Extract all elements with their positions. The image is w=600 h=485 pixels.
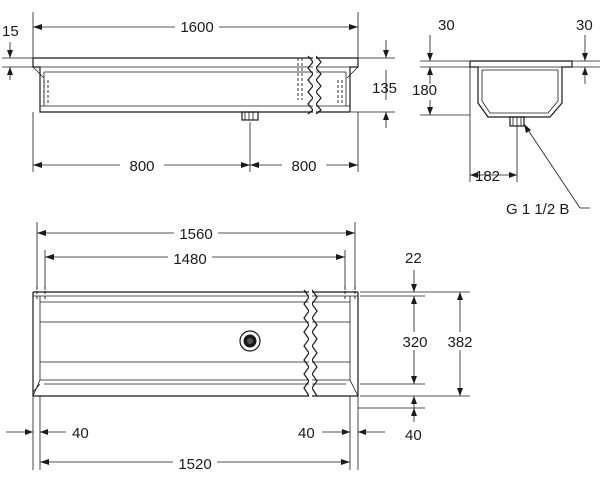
side-view: 30 30 180 182 G 1 1/2 B (412, 17, 600, 218)
drain-offset-label: 182 (475, 168, 500, 185)
rim-thickness-label: 15 (2, 23, 19, 40)
front-width-label: 1600 (180, 19, 213, 36)
plan-base-width-label: 1520 (178, 456, 211, 473)
plan-inner-depth-label: 320 (402, 334, 427, 351)
front-view: 1600 15 (2, 12, 397, 175)
plan-view: 1560 1480 (6, 222, 477, 473)
side-rim-left-label: 30 (438, 17, 455, 34)
plan-inner-width-label: 1480 (173, 251, 206, 268)
plan-rim-front-label: 40 (405, 427, 422, 444)
front-right-half-label: 800 (291, 158, 316, 175)
plan-rim-back-label: 22 (405, 250, 422, 267)
side-rim-right-label: 30 (576, 17, 593, 34)
drain-thread-label: G 1 1/2 B (506, 201, 569, 218)
plan-outer-width-label: 1560 (179, 226, 212, 243)
front-left-half-label: 800 (129, 158, 154, 175)
plan-margin-left-label: 40 (72, 425, 89, 442)
plan-margin-right-label: 40 (298, 425, 315, 442)
plan-overall-depth-label: 382 (447, 334, 472, 351)
side-height-label: 180 (412, 82, 437, 99)
front-depth-label: 135 (372, 80, 397, 97)
